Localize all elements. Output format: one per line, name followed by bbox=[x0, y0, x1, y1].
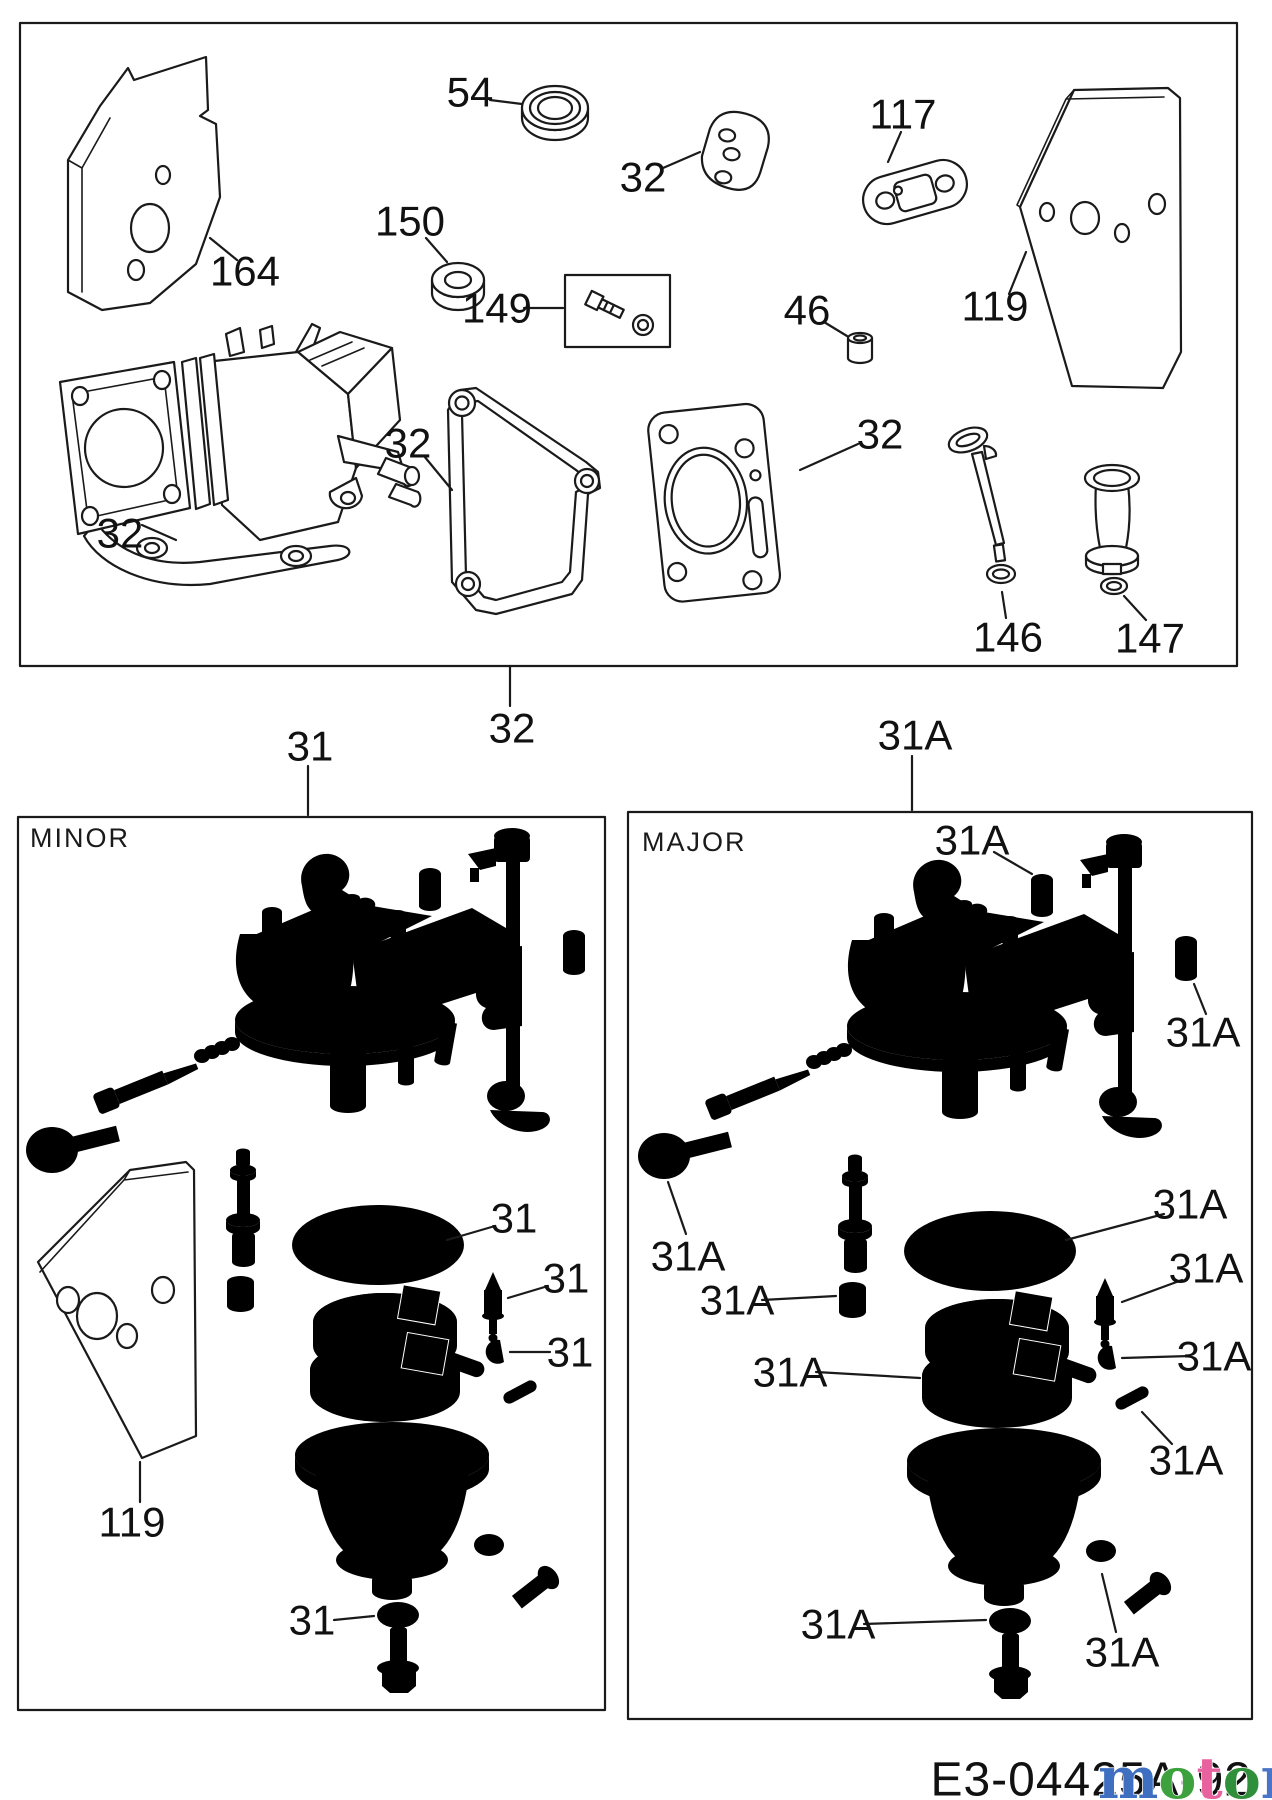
head-gasket bbox=[647, 402, 782, 603]
minor-box-title: MINOR bbox=[30, 823, 130, 853]
label-31a-screw: 31A bbox=[651, 1233, 726, 1280]
label-150: 150 bbox=[375, 198, 445, 245]
label-31a-pilot-right: 31A bbox=[1166, 1009, 1241, 1056]
label-31a-small-oring: 31A bbox=[1085, 1629, 1160, 1676]
label-32-head-gasket: 32 bbox=[857, 411, 904, 458]
major-box-title: MAJOR bbox=[642, 827, 747, 857]
shroud-plate-minor bbox=[36, 1160, 198, 1460]
label-164: 164 bbox=[210, 248, 280, 295]
label-31a-oring: 31A bbox=[1153, 1181, 1228, 1228]
seal-ring bbox=[430, 261, 486, 312]
exhaust-gasket bbox=[862, 158, 968, 226]
label-31a-pilot-top: 31A bbox=[935, 817, 1010, 864]
label-146: 146 bbox=[973, 614, 1043, 661]
heat-shield-panel bbox=[66, 55, 222, 312]
label-32-valve-gasket: 32 bbox=[385, 420, 432, 467]
label-54: 54 bbox=[447, 69, 494, 116]
cap-nut bbox=[846, 331, 874, 365]
dipstick bbox=[947, 426, 1017, 585]
wm-letter: r bbox=[1261, 1745, 1272, 1800]
wm-letter: t bbox=[1196, 1745, 1223, 1800]
small-plate bbox=[700, 110, 770, 191]
label-32-plate: 32 bbox=[620, 154, 667, 201]
label-31a-spacer: 31A bbox=[700, 1277, 775, 1324]
cylinder-assembly bbox=[58, 322, 422, 586]
shroud-plate-top bbox=[1016, 86, 1183, 390]
label-46: 46 bbox=[784, 287, 831, 334]
leader-lines bbox=[138, 98, 1208, 1634]
label-31a-washer: 31A bbox=[801, 1601, 876, 1648]
label-32-group: 32 bbox=[489, 705, 536, 752]
label-31-needle: 31 bbox=[543, 1255, 590, 1302]
wm-letter: o bbox=[1223, 1745, 1261, 1800]
label-31-clip: 31 bbox=[547, 1329, 594, 1376]
watermark-motoruf: motoruf.de bbox=[1098, 1745, 1272, 1800]
document-code: E3-04425A-92 bbox=[930, 1754, 1252, 1800]
label-119-minor: 119 bbox=[99, 1499, 166, 1546]
label-31a-float: 31A bbox=[753, 1349, 828, 1396]
label-31-group: 31 bbox=[287, 723, 334, 770]
wm-letter: o bbox=[1158, 1745, 1196, 1800]
bearing bbox=[520, 84, 590, 142]
label-117: 117 bbox=[870, 91, 937, 138]
label-32-cylinder: 32 bbox=[97, 510, 144, 557]
label-147: 147 bbox=[1115, 615, 1185, 662]
label-31a-group: 31A bbox=[878, 712, 953, 759]
wm-letter: m bbox=[1098, 1745, 1158, 1800]
screw-kit-box bbox=[563, 273, 672, 349]
label-31a-pin: 31A bbox=[1149, 1437, 1224, 1484]
label-31a-needle: 31A bbox=[1169, 1245, 1244, 1292]
label-31a-clip: 31A bbox=[1177, 1333, 1252, 1380]
oil-fill-tube bbox=[1083, 463, 1141, 596]
label-31-washer: 31 bbox=[289, 1597, 336, 1644]
valve-cover-gasket bbox=[446, 386, 602, 616]
label-149: 149 bbox=[462, 285, 532, 332]
label-31-oring: 31 bbox=[491, 1195, 538, 1242]
label-119-top: 119 bbox=[962, 283, 1029, 330]
